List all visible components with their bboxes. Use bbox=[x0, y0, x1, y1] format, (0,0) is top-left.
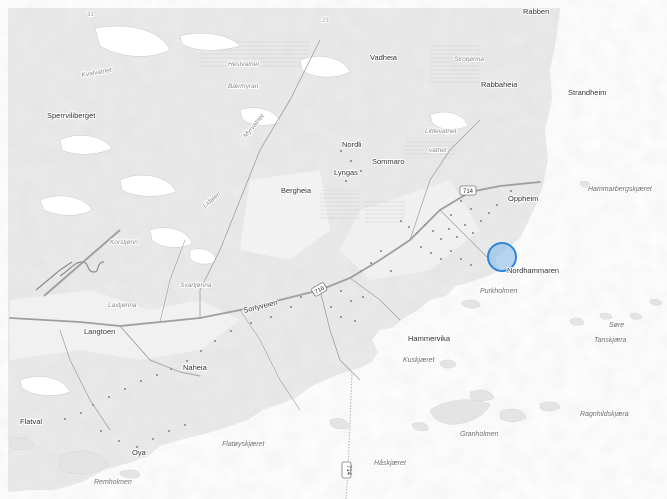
place-label-vadheia: Vadheia bbox=[370, 53, 398, 62]
marsh-area bbox=[320, 190, 360, 220]
location-circle-icon[interactable] bbox=[487, 242, 517, 272]
feature-label-vatnet: vatnet bbox=[429, 147, 448, 154]
feature-label-baermyran: Bærmyran bbox=[228, 83, 259, 90]
place-label-rabbaheia: Rabbaheia bbox=[481, 80, 518, 89]
water-label-haskjaeret: Håskjæret bbox=[374, 459, 407, 467]
road-shield-label: 716 bbox=[314, 285, 326, 296]
marsh-area bbox=[430, 45, 480, 85]
place-label-naheia: Naheia bbox=[183, 363, 208, 372]
water-label-granholmen: Granholmen bbox=[460, 431, 499, 438]
road-shield-label: 714 bbox=[463, 189, 474, 195]
place-label-oya: Oya bbox=[132, 448, 147, 457]
place-label-sommaro: Sommaro bbox=[372, 157, 405, 166]
feature-label-littlevatnet: Littlevatnet bbox=[425, 128, 458, 135]
water-label-purkholmen: Purkholmen bbox=[480, 288, 517, 295]
lakes bbox=[19, 25, 469, 396]
road-shield-716: 716 bbox=[311, 282, 328, 297]
place-label-nordli: Nordli bbox=[342, 140, 362, 149]
road-shield-714-east: 714 bbox=[459, 185, 477, 196]
runway bbox=[43, 229, 121, 297]
water-label-remholmen: Remholmen bbox=[94, 479, 132, 486]
marsh-area bbox=[405, 138, 455, 158]
water-label-sore: Søre bbox=[609, 322, 624, 329]
place-label-hammervika: Hammervika bbox=[408, 334, 451, 343]
feature-label-laxtjonna: Laxtjønna bbox=[108, 302, 137, 309]
place-label-nordhammaren: Nordhammaren bbox=[507, 266, 559, 275]
water-label-ragnhildskjaera: Ragnhildskjæra bbox=[580, 411, 629, 418]
grid-label: 31 bbox=[87, 12, 94, 18]
place-label-strandheim: Strandheim bbox=[568, 88, 606, 97]
feature-label-hestvatnet: Hestvatnet bbox=[228, 61, 260, 68]
place-label-oppheim: Oppheim bbox=[508, 194, 538, 203]
plain-area bbox=[240, 170, 330, 260]
place-label-bergheia: Bergheia bbox=[281, 186, 312, 195]
water-label-kuskjaeret: Kuskjæret bbox=[403, 357, 436, 364]
place-label-lyngas: Lyngas bbox=[334, 168, 358, 177]
islands bbox=[9, 181, 663, 479]
road-shield-714-south: 714 bbox=[341, 461, 352, 479]
buildings bbox=[64, 150, 522, 448]
place-label-flatval: Flatval bbox=[20, 417, 42, 426]
feature-label-korstjonn: Korstjønn bbox=[110, 239, 138, 246]
water-label-hammarbergskjaeret: Hammarbergskjæret bbox=[588, 186, 653, 193]
place-label-sperrviliberget: Sperrviliberget bbox=[47, 111, 96, 120]
road-shield-label: 714 bbox=[345, 465, 351, 476]
water-label-tanskjaera: Tanskjæra bbox=[594, 337, 627, 344]
marsh-area bbox=[365, 200, 405, 225]
place-label-rabben: Rabben bbox=[523, 7, 549, 16]
place-label-langtoen: Langtoen bbox=[84, 327, 115, 336]
feature-label-strotjonna: Strotjønna bbox=[454, 56, 484, 63]
winding-road bbox=[35, 261, 105, 291]
boundary-line bbox=[345, 371, 353, 499]
grid-label: 23 bbox=[322, 18, 329, 24]
feature-label-svartjonna: Svartjønna bbox=[180, 282, 212, 289]
water-label-flatoyskjaeret: Flatøyskjæret bbox=[222, 441, 265, 448]
